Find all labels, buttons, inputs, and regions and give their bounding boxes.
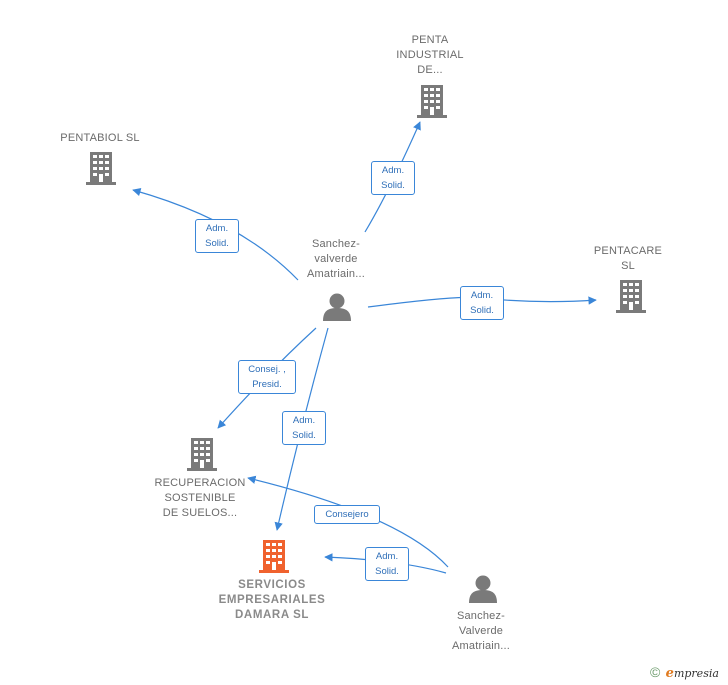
edge-label-servicios: Adm. Solid. xyxy=(282,411,326,445)
building-icon[interactable] xyxy=(616,280,646,313)
node-label-servicios[interactable]: SERVICIOS EMPRESARIALES DAMARA SL xyxy=(218,579,326,621)
node-label-pentacare[interactable]: PENTACARE SL xyxy=(593,245,663,272)
building-icon[interactable] xyxy=(86,152,116,185)
node-label-person1[interactable]: Sanchez- valverde Amatriain... xyxy=(306,238,366,280)
edge-label-pentabiol: Adm. Solid. xyxy=(195,219,239,253)
person-icon[interactable] xyxy=(323,293,351,322)
building-icon[interactable] xyxy=(417,85,447,118)
edge-label-person2-servicios: Adm. Solid. xyxy=(365,547,409,581)
edge-label-penta-industrial: Adm. Solid. xyxy=(371,161,415,195)
brand-logo: empresia xyxy=(665,666,719,681)
person-icon[interactable] xyxy=(469,575,497,604)
node-label-person2[interactable]: Sanchez- Valverde Amatriain... xyxy=(451,610,511,652)
building-icon[interactable] xyxy=(259,540,289,573)
edge-label-pentacare: Adm. Solid. xyxy=(460,286,504,320)
building-icon[interactable] xyxy=(187,438,217,471)
edge-label-person2-recuperacion: Consejero xyxy=(314,505,380,524)
node-label-recuperacion[interactable]: RECUPERACION SOSTENIBLE DE SUELOS... xyxy=(154,477,246,519)
node-label-penta-industrial[interactable]: PENTA INDUSTRIAL DE... xyxy=(396,34,464,76)
edge-label-recuperacion: Consej. , Presid. xyxy=(238,360,296,394)
footer-brand: © empresia xyxy=(650,664,719,681)
node-label-pentabiol[interactable]: PENTABIOL SL xyxy=(60,132,140,144)
copyright-icon: © xyxy=(650,664,661,680)
